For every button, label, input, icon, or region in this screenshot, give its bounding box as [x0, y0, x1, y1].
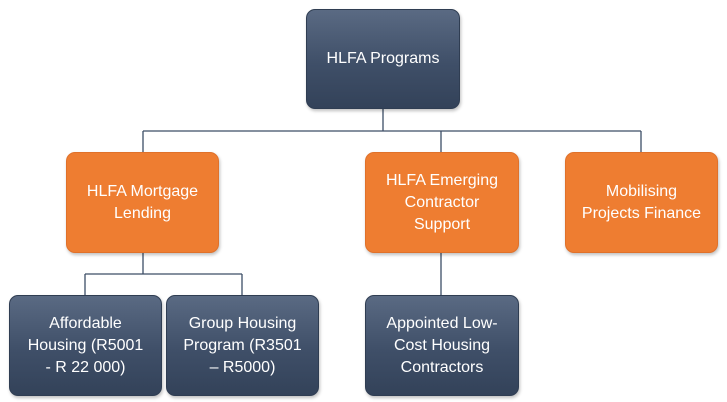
- node-emerging-contractor-support: HLFA Emerging Contractor Support: [365, 152, 519, 253]
- node-affordable-housing: Affordable Housing (R5001 - R 22 000): [9, 295, 162, 396]
- node-mobilising-projects-finance: Mobilising Projects Finance: [565, 152, 718, 253]
- node-appointed-contractors: Appointed Low- Cost Housing Contractors: [365, 295, 519, 396]
- node-hlfa-programs: HLFA Programs: [306, 9, 460, 109]
- node-mortgage-lending: HLFA Mortgage Lending: [66, 152, 219, 253]
- node-group-housing-program: Group Housing Program (R3501 – R5000): [166, 295, 319, 396]
